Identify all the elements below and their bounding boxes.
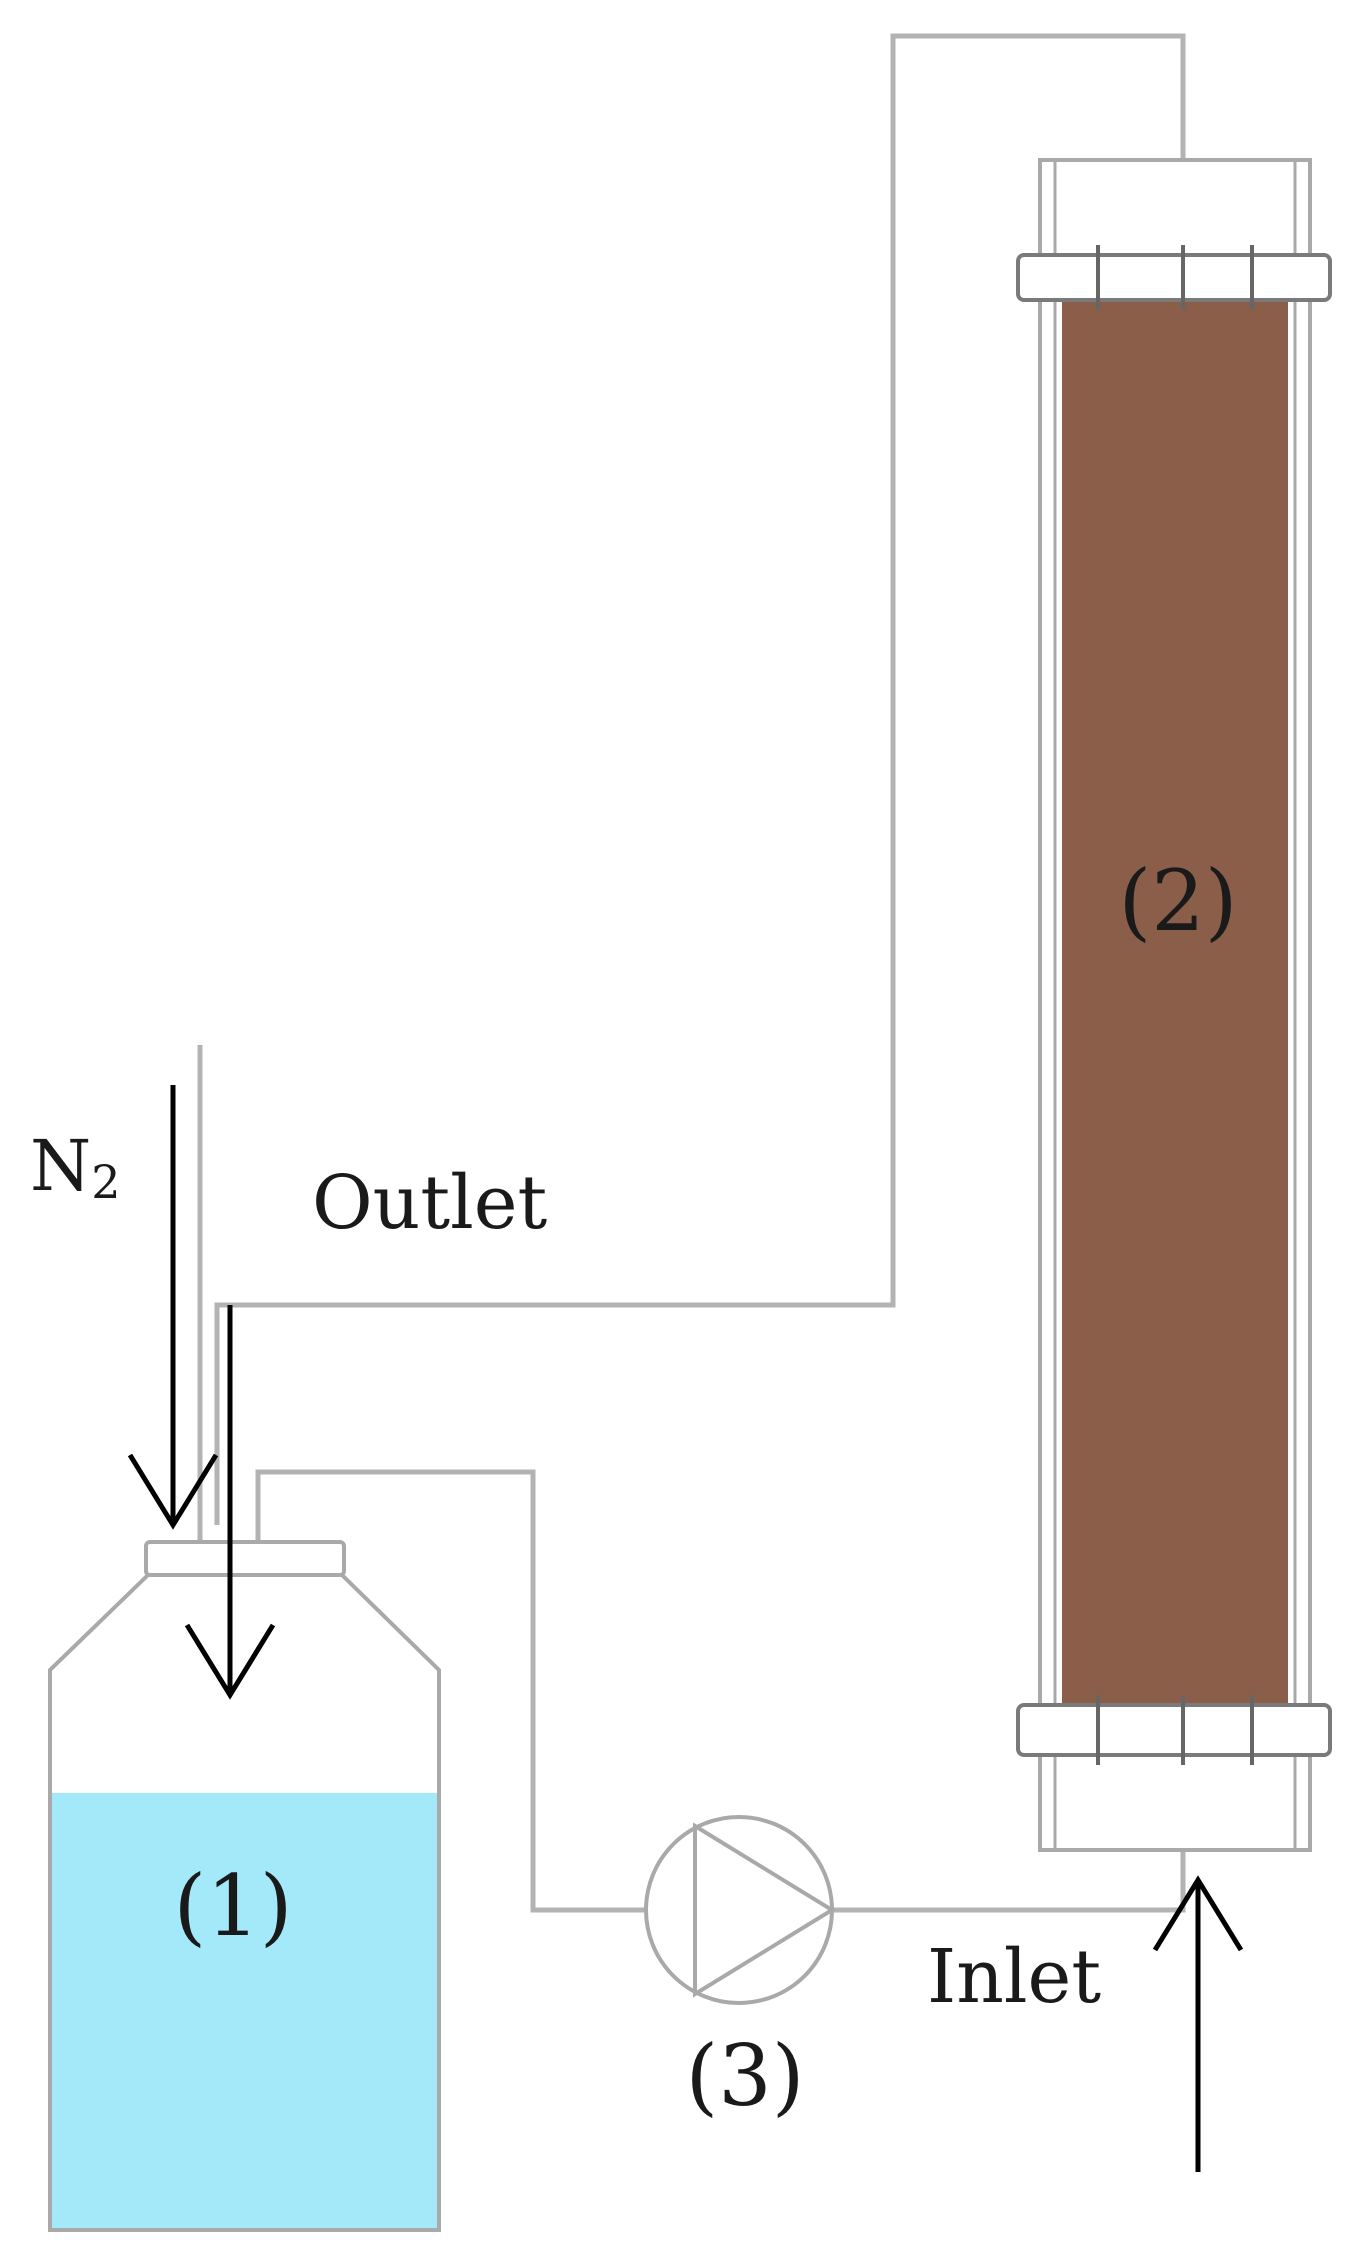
outlet-label: Outlet (312, 1160, 548, 1246)
pump-symbol (644, 1815, 836, 2005)
n2-arrow (127, 1085, 219, 1530)
n2-subscript: 2 (91, 1155, 120, 1209)
inlet-label: Inlet (927, 1934, 1101, 2020)
pump-circle (644, 1815, 834, 2005)
top-flange (1016, 253, 1332, 302)
bottle-liquid (50, 1793, 439, 2230)
bottle-cap (144, 1540, 346, 1577)
n2-label: N2 (30, 1125, 121, 1209)
outlet-tube (214, 33, 1186, 1525)
column-packing (1062, 300, 1288, 1705)
inlet-arrow (1152, 1875, 1244, 2172)
bottom-flange (1016, 1703, 1332, 1757)
pump-triangle (693, 1822, 836, 1998)
pump-feed-tube (255, 1469, 646, 1913)
column-inner-wall (1053, 158, 1297, 1852)
reservoir-bottle (48, 1540, 441, 2232)
outlet-arrow (184, 1305, 276, 1700)
column-label: (2) (1119, 852, 1238, 950)
pump-label: (3) (686, 2027, 805, 2125)
reservoir-label: (1) (174, 1857, 293, 1955)
packed-column (1016, 158, 1332, 1852)
